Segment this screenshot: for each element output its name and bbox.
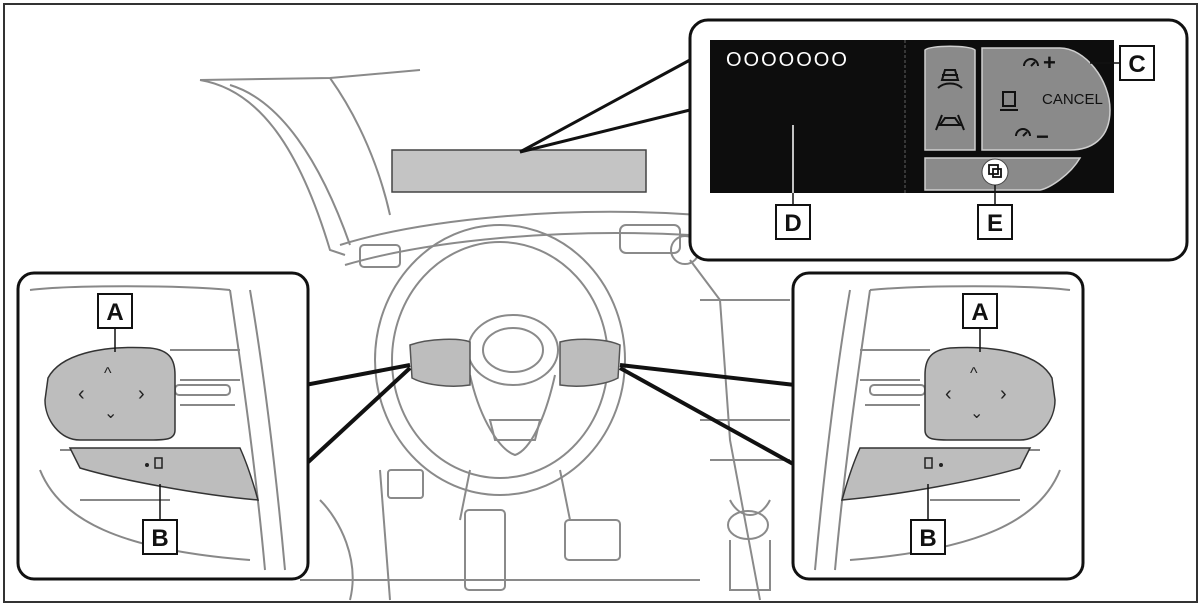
right-arrow-up-icon: ^ <box>970 365 978 382</box>
head-up-display <box>391 149 647 193</box>
callout-e: E <box>977 204 1013 240</box>
left-arrow-right-icon: › <box>138 383 145 405</box>
inset-left-switches: ^ ⌄ ‹ › <box>16 271 310 581</box>
right-arrow-down-icon: ⌄ <box>970 405 983 422</box>
inset-display-panel: + − CANCEL OOOOOOO <box>688 18 1189 262</box>
cancel-label: CANCEL <box>1042 91 1103 108</box>
callout-e-text: E <box>987 210 1003 237</box>
left-arrow-left-icon: ‹ <box>78 383 85 405</box>
callout-c-text: C <box>1128 51 1145 78</box>
leader-lines <box>303 58 796 467</box>
callout-a-left: A <box>97 293 133 329</box>
left-switch-b <box>68 447 260 501</box>
callout-c: C <box>1119 45 1155 81</box>
callout-b-right: B <box>910 519 946 555</box>
right-arrow-left-icon: ‹ <box>945 383 952 405</box>
right-display-switch-icon <box>924 457 933 469</box>
left-switch-a <box>44 346 176 441</box>
right-switch-a <box>924 346 1056 441</box>
left-arrow-up-icon: ^ <box>104 365 112 382</box>
callout-b-right-text: B <box>919 525 936 552</box>
right-spoke-switch-highlight <box>559 338 621 387</box>
speed-plus-glyph: + <box>1043 50 1056 75</box>
cockpit-line-art <box>199 69 791 601</box>
right-arrow-right-icon: › <box>1000 383 1007 405</box>
display-placeholder-text: OOOOOOO <box>726 49 849 71</box>
left-spoke-switch-highlight <box>409 338 471 387</box>
callout-a-right-text: A <box>971 299 988 326</box>
right-switch-b <box>840 447 1032 501</box>
callout-d: D <box>775 204 811 240</box>
left-display-switch-icon <box>154 457 163 469</box>
inset-right-switches: ^ ⌄ ‹ › <box>791 271 1085 581</box>
callout-a-right: A <box>962 293 998 329</box>
callout-b-left-text: B <box>151 525 168 552</box>
callout-d-text: D <box>784 210 801 237</box>
callout-b-left: B <box>142 519 178 555</box>
left-arrow-down-icon: ⌄ <box>104 405 117 422</box>
speed-minus-glyph: − <box>1036 124 1049 149</box>
callout-a-left-text: A <box>106 299 123 326</box>
